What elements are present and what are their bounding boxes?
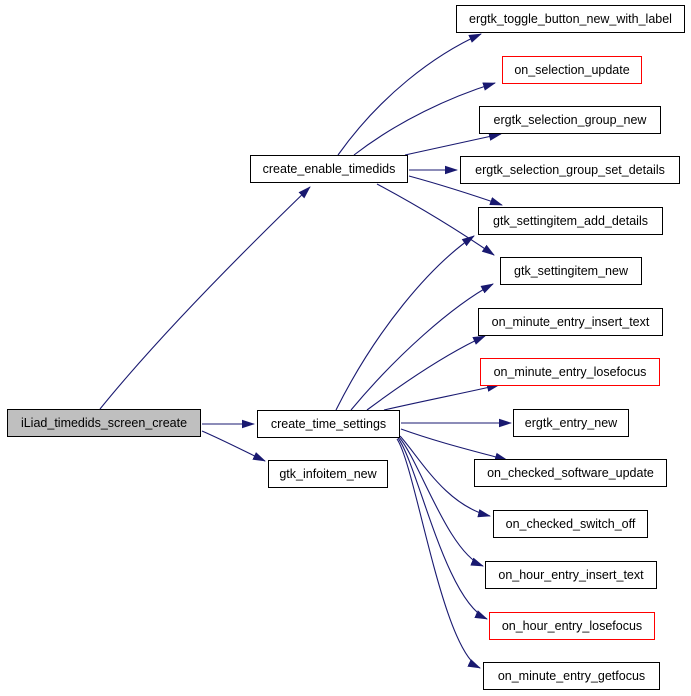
edge-create_time_settings-to-on_hour_entry_insert_text: [398, 436, 484, 567]
node-create_time_settings[interactable]: create_time_settings: [257, 410, 400, 438]
node-gtk_infoitem_new[interactable]: gtk_infoitem_new: [268, 460, 388, 488]
node-create_enable_timedids[interactable]: create_enable_timedids: [250, 155, 408, 183]
edge-create_time_settings-to-on_hour_entry_losefocus: [397, 437, 488, 620]
node-on_minute_entry_insert_text[interactable]: on_minute_entry_insert_text: [478, 308, 663, 336]
node-label: ergtk_selection_group_new: [493, 112, 647, 127]
node-label: on_selection_update: [514, 62, 630, 77]
node-label: on_hour_entry_losefocus: [501, 618, 643, 633]
node-label: create_time_settings: [270, 416, 387, 431]
node-on_hour_entry_losefocus[interactable]: on_hour_entry_losefocus: [489, 612, 655, 640]
node-ergtk_selection_group_new[interactable]: ergtk_selection_group_new: [479, 106, 661, 134]
edge-create_enable_timedids-to-on_selection_update: [353, 82, 496, 156]
edge-create_enable_timedids-to-gtk_settingitem_add_details: [408, 175, 503, 206]
node-label: on_hour_entry_insert_text: [498, 567, 644, 582]
edge-create_time_settings-to-gtk_settingitem_new: [350, 283, 494, 411]
node-label: gtk_infoitem_new: [279, 466, 377, 481]
edge-create_time_settings-to-on_minute_entry_getfocus: [396, 438, 481, 669]
edge-create_time_settings-to-on_checked_switch_off: [399, 435, 491, 518]
node-on_minute_entry_getfocus[interactable]: on_minute_entry_getfocus: [483, 662, 660, 690]
node-label: on_checked_switch_off: [505, 516, 636, 531]
node-iliad_timedids_screen_create: iLiad_timedids_screen_create: [7, 409, 201, 437]
node-ergtk_selection_group_set_details[interactable]: ergtk_selection_group_set_details: [460, 156, 680, 184]
edge-create_time_settings-to-on_minute_entry_insert_text: [366, 335, 486, 411]
node-label: on_minute_entry_losefocus: [493, 364, 647, 379]
edge-create_enable_timedids-to-ergtk_toggle_button_new_with_label: [337, 33, 482, 156]
edge-create_enable_timedids-to-ergtk_selection_group_new: [404, 132, 502, 156]
edge-create_time_settings-to-on_minute_entry_losefocus: [383, 383, 500, 411]
node-label: on_minute_entry_insert_text: [491, 314, 650, 329]
edge-create_time_settings-to-on_checked_software_update: [400, 428, 508, 461]
edge-iliad_timedids_screen_create-to-create_enable_timedids: [99, 186, 311, 410]
node-ergtk_entry_new[interactable]: ergtk_entry_new: [513, 409, 629, 437]
node-label: iLiad_timedids_screen_create: [20, 415, 188, 430]
node-label: ergtk_selection_group_set_details: [475, 162, 665, 177]
node-on_checked_software_update[interactable]: on_checked_software_update: [474, 459, 667, 487]
edge-iliad_timedids_screen_create-to-gtk_infoitem_new: [201, 430, 266, 462]
node-gtk_settingitem_add_details[interactable]: gtk_settingitem_add_details: [478, 207, 663, 235]
node-label: ergtk_toggle_button_new_with_label: [469, 11, 672, 26]
node-on_hour_entry_insert_text[interactable]: on_hour_entry_insert_text: [485, 561, 657, 589]
node-on_selection_update[interactable]: on_selection_update: [502, 56, 642, 84]
node-label: ergtk_entry_new: [524, 415, 618, 430]
node-gtk_settingitem_new[interactable]: gtk_settingitem_new: [500, 257, 642, 285]
node-on_minute_entry_losefocus[interactable]: on_minute_entry_losefocus: [480, 358, 660, 386]
node-ergtk_toggle_button_new_with_label[interactable]: ergtk_toggle_button_new_with_label: [456, 5, 685, 33]
node-label: create_enable_timedids: [262, 161, 396, 176]
edge-create_enable_timedids-to-gtk_settingitem_new: [376, 183, 495, 256]
node-label: on_minute_entry_getfocus: [497, 668, 646, 683]
node-label: gtk_settingitem_add_details: [493, 213, 648, 228]
edge-create_time_settings-to-gtk_settingitem_add_details: [335, 235, 475, 411]
node-on_checked_switch_off[interactable]: on_checked_switch_off: [493, 510, 648, 538]
node-label: on_checked_software_update: [487, 465, 654, 480]
node-label: gtk_settingitem_new: [514, 263, 628, 278]
